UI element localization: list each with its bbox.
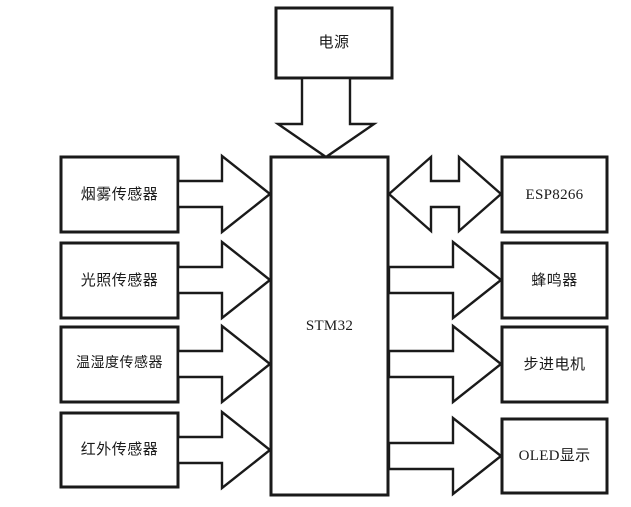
node-box-oled-display[interactable] — [500, 417, 609, 495]
arrow-infrared-to-mcu — [176, 409, 272, 491]
arrow-temp-humidity-to-mcu — [176, 323, 272, 405]
node-box-power[interactable] — [274, 6, 394, 80]
node-box-smoke-sensor[interactable] — [59, 155, 180, 234]
arrow-light-to-mcu — [176, 239, 272, 321]
node-box-infrared-sensor[interactable] — [59, 411, 180, 489]
node-box-temp-humidity-sensor[interactable] — [59, 325, 180, 404]
node-box-light-sensor[interactable] — [59, 241, 180, 320]
arrow-power-to-mcu — [274, 76, 378, 159]
node-box-stepper-motor[interactable] — [500, 325, 609, 404]
arrow-mcu-to-oled-display — [387, 415, 503, 497]
arrow-mcu-esp8266-bidirectional — [387, 154, 503, 234]
node-box-mcu[interactable] — [269, 155, 390, 497]
node-box-buzzer[interactable] — [500, 241, 609, 320]
arrow-mcu-to-stepper-motor — [387, 323, 503, 405]
node-box-esp8266[interactable] — [500, 155, 609, 234]
arrow-smoke-to-mcu — [176, 153, 272, 235]
arrow-mcu-to-buzzer — [387, 239, 503, 321]
